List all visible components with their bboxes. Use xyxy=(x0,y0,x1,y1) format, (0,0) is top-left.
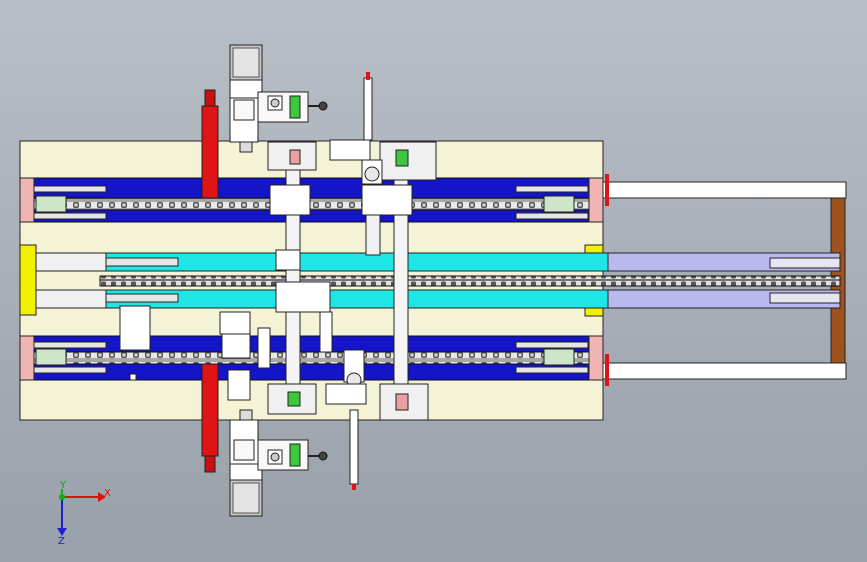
top-motor-assembly xyxy=(229,44,328,153)
central-carriage xyxy=(119,72,437,490)
lower-conveyor xyxy=(19,335,604,381)
y-axis-label: Y xyxy=(59,480,67,491)
upper-conveyor xyxy=(19,177,604,223)
middle-conveyor xyxy=(19,244,841,317)
z-axis-label: Z xyxy=(58,536,65,547)
bottom-motor-assembly xyxy=(229,409,328,517)
x-axis-label: X xyxy=(104,488,111,499)
red-clamps xyxy=(201,89,219,473)
coordinate-triad: X Y Z xyxy=(57,480,111,547)
extension-rails xyxy=(602,174,847,386)
